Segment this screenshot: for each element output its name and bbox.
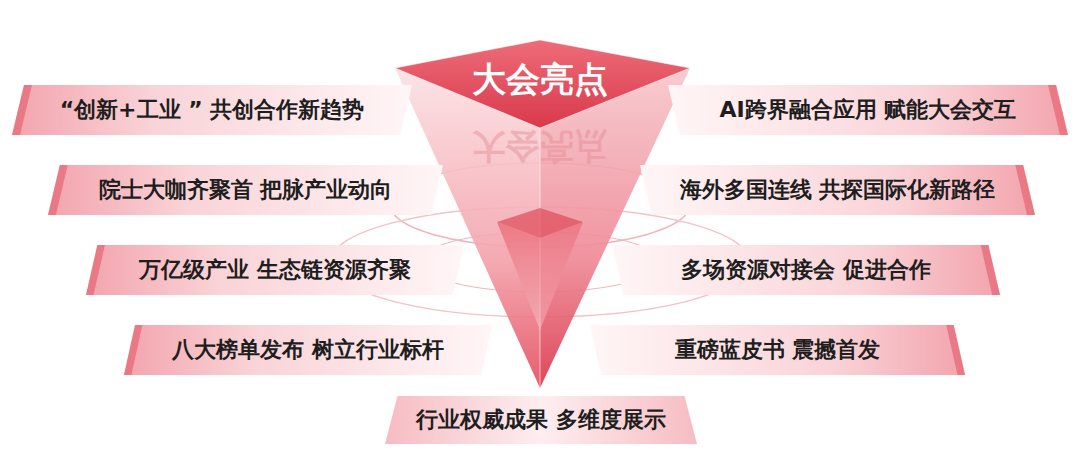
- highlight-banner: 八大榜单发布 树立行业标杆: [124, 325, 492, 375]
- banner-text: 多场资源对接会 促进合作: [681, 257, 931, 283]
- highlight-banner: 院士大咖齐聚首 把脉产业动向: [48, 165, 443, 215]
- banner-text: 海外多国连线 共探国际化新路径: [680, 177, 996, 203]
- highlight-banner: AI跨界融合应用 赋能大会交互: [668, 85, 1068, 135]
- highlight-banner: “创新+工业 ” 共创合作新趋势: [12, 85, 412, 135]
- highlight-banner: 行业权威成果 多维度展示: [385, 396, 697, 444]
- highlight-banner: 万亿级产业 生态链资源齐聚: [86, 245, 464, 295]
- highlight-banner: 多场资源对接会 促进合作: [612, 245, 1000, 295]
- highlight-banner: 重磅蓝皮书 震撼首发: [590, 325, 965, 375]
- banner-text: 重磅蓝皮书 震撼首发: [675, 337, 881, 363]
- banner-text: “创新+工业 ” 共创合作新趋势: [60, 97, 365, 123]
- banner-text: AI跨界融合应用 赋能大会交互: [720, 97, 1017, 123]
- highlight-banner: 海外多国连线 共探国际化新路径: [640, 165, 1035, 215]
- reflection-text: 大会亮点: [472, 123, 608, 169]
- banner-text: 万亿级产业 生态链资源齐聚: [139, 257, 411, 283]
- banner-text: 八大榜单发布 树立行业标杆: [172, 337, 444, 363]
- banner-text: 院士大咖齐聚首 把脉产业动向: [99, 177, 393, 203]
- diagram-title: 大会亮点: [472, 57, 608, 103]
- banner-text: 行业权威成果 多维度展示: [416, 407, 666, 433]
